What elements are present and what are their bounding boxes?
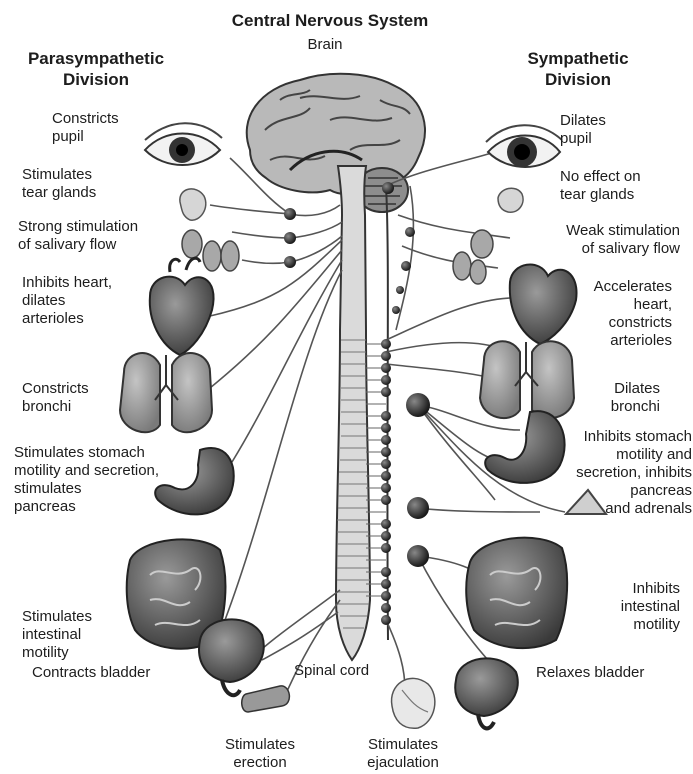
- symp-intestine-label: Inhibits intestinal motility: [580, 580, 680, 634]
- right-intestines: [466, 538, 567, 649]
- para-bladder-label: Contracts bladder: [32, 664, 150, 682]
- right-lungs: [480, 341, 574, 418]
- symp-bronchi-label: Dilates bronchi: [586, 380, 660, 416]
- brain-label: Brain: [280, 36, 370, 54]
- right-stomach: [485, 411, 564, 483]
- para-tear-label: Stimulates tear glands: [22, 166, 96, 202]
- testes-illustration: [392, 678, 435, 728]
- parasympathetic-division-heading: Parasympathetic Division: [8, 48, 184, 90]
- right-tear-gland: [498, 188, 523, 212]
- right-bladder: [455, 658, 518, 728]
- left-tear-gland: [180, 189, 206, 220]
- para-heart-label: Inhibits heart, dilates arterioles: [22, 274, 112, 328]
- left-heart: [150, 258, 214, 355]
- left-eye: [145, 123, 222, 165]
- diagram-title: Central Nervous System: [200, 10, 460, 31]
- para-bronchi-label: Constricts bronchi: [22, 380, 89, 416]
- symp-salivary-label: Weak stimulation of salivary flow: [530, 222, 680, 258]
- penis-illustration: [242, 686, 290, 712]
- left-lungs: [120, 353, 212, 432]
- sympathetic-division-heading: Sympathetic Division: [498, 48, 658, 90]
- right-eye: [486, 125, 562, 167]
- erection-label: Stimulates erection: [210, 736, 310, 772]
- symp-heart-label: Accelerates heart, constricts arterioles: [560, 278, 672, 350]
- left-salivary-glands: [182, 230, 239, 271]
- right-salivary-glands: [453, 230, 493, 284]
- symp-bladder-label: Relaxes bladder: [536, 664, 644, 682]
- spinal-cord-label: Spinal cord: [294, 662, 369, 680]
- left-bladder: [199, 619, 264, 695]
- ejaculation-label: Stimulates ejaculation: [348, 736, 458, 772]
- para-intestine-label: Stimulates intestinal motility: [22, 608, 92, 662]
- symp-pupil-label: Dilates pupil: [560, 112, 606, 148]
- para-pupil-label: Constricts pupil: [52, 110, 119, 146]
- para-salivary-label: Strong stimulation of salivary flow: [18, 218, 138, 254]
- symp-stomach-label: Inhibits stomach motility and secretion,…: [556, 428, 692, 518]
- symp-tear-label: No effect on tear glands: [560, 168, 641, 204]
- brain-illustration: [247, 74, 425, 212]
- left-stomach: [155, 448, 234, 514]
- para-stomach-label: Stimulates stomach motility and secretio…: [14, 444, 159, 516]
